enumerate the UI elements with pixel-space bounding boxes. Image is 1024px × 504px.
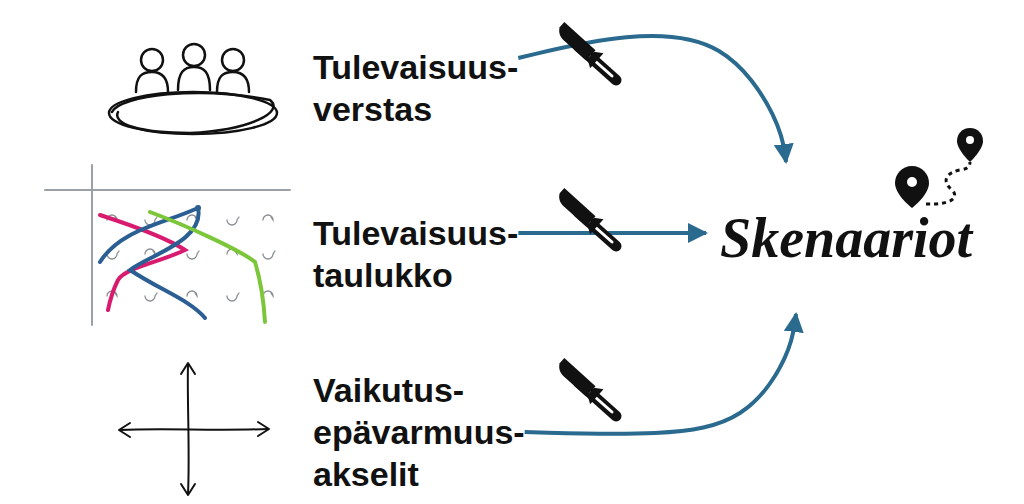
- method-label: Tulevaisuus- taulukko: [313, 212, 518, 296]
- small-arrow: [263, 291, 273, 296]
- method-label: Vaikutus- epävarmuus- akselit: [313, 369, 525, 495]
- small-arrow: [263, 215, 273, 220]
- goal-label: Skenaariot: [706, 162, 986, 314]
- axis-arrowhead: [258, 422, 269, 436]
- method-label: Tulevaisuus- verstas: [313, 46, 518, 130]
- grid-line: [45, 189, 290, 191]
- green-path: [150, 212, 265, 322]
- person-body: [136, 72, 168, 92]
- axes-icon: [119, 363, 269, 495]
- workshop-icon: [109, 44, 277, 134]
- person-body: [217, 72, 249, 92]
- pin-hole: [907, 177, 917, 187]
- dotted-route: [926, 162, 970, 204]
- axis-arrowhead: [119, 423, 130, 437]
- person-body: [178, 67, 210, 90]
- small-arrow: [187, 251, 199, 259]
- small-arrow: [187, 291, 197, 296]
- small-arrow: [145, 293, 157, 301]
- node-text: Skenaariot: [720, 206, 972, 270]
- hammer-icon: [553, 20, 616, 80]
- axis-arrowhead: [181, 484, 195, 495]
- location-pin: [957, 128, 983, 162]
- table-outline: [109, 92, 277, 134]
- pin-hole: [966, 136, 974, 144]
- axis-line: [120, 429, 268, 430]
- small-arrow: [145, 249, 155, 254]
- grid-line: [91, 165, 93, 325]
- person-head: [183, 44, 205, 66]
- person-head: [141, 49, 163, 71]
- person-head: [222, 49, 244, 71]
- flow-arrow: [518, 231, 706, 235]
- hammer-icon: [553, 356, 616, 416]
- path-dot: [195, 205, 201, 211]
- node-text: Vaikutus- epävarmuus- akselit: [313, 369, 525, 495]
- route-pins-icon: [895, 128, 983, 208]
- small-arrow: [227, 293, 239, 301]
- table-sketch: [112, 93, 273, 133]
- flow-arrow: [525, 314, 796, 434]
- small-arrow: [263, 251, 275, 259]
- flow-arrow: [518, 36, 786, 162]
- small-arrow: [187, 215, 197, 220]
- location-pin: [895, 166, 929, 208]
- blue-path: [100, 208, 205, 318]
- small-arrow: [227, 217, 239, 225]
- hammer-icon: [553, 186, 616, 246]
- axis-line: [187, 364, 190, 494]
- node-text: Tulevaisuus- taulukko: [313, 212, 518, 296]
- table-grid-icon: [45, 165, 290, 325]
- axis-arrowhead: [181, 363, 195, 374]
- node-text: Tulevaisuus- verstas: [313, 46, 518, 130]
